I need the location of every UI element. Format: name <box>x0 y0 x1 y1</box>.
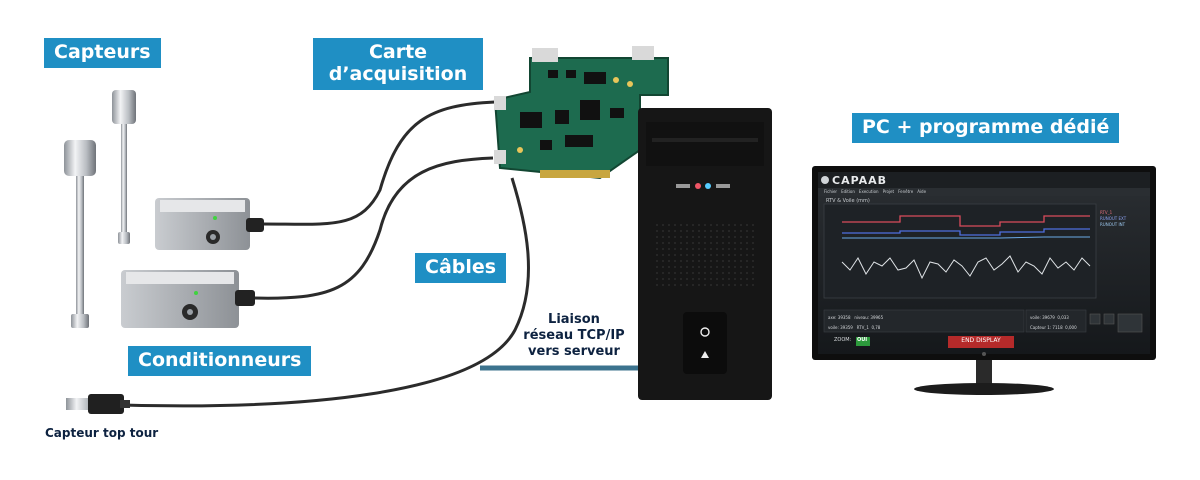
label-pc-programme: PC + programme dédié <box>852 113 1120 143</box>
conditioner-box-1 <box>155 198 264 250</box>
conditioner-box-2 <box>121 270 255 328</box>
readout-rtv-label: RTV_1 <box>856 325 869 330</box>
cable-conditioner-2 <box>251 156 494 300</box>
end-display-button[interactable]: END DISPLAY <box>961 337 1001 344</box>
legend-rtv: RTV_1 <box>1100 210 1113 215</box>
app-logo-icon <box>821 176 829 184</box>
chart-legend: RTV_1 RUNOUT EXT RUNOUT INT <box>1100 210 1126 228</box>
cable-top-tour <box>119 177 530 408</box>
runout-int-line <box>842 236 1090 239</box>
menu-item[interactable]: Aide <box>917 189 927 194</box>
legend-runout-ext: RUNOUT EXT <box>1100 216 1127 221</box>
cable-conditioner-1 <box>261 100 496 226</box>
readout-axe: axe: 39358 <box>828 315 851 320</box>
menu-item[interactable]: Execution <box>858 189 879 194</box>
runout-ext-line <box>842 228 1090 236</box>
readout-voile: voile: 39359 <box>828 325 853 330</box>
monitor <box>812 166 1156 395</box>
readout-capteur: Capteur 1: 7118 <box>1030 325 1063 330</box>
readout-panel-right: voile: 39679 0,033 Capteur 1: 7118 0,000 <box>1030 313 1077 333</box>
pc-tower <box>638 108 772 400</box>
readout-panel: axe: 39358 niveau: 39965 voile: 39359 RT… <box>828 313 883 333</box>
signal-line <box>841 255 1091 280</box>
liaison-line2: réseau TCP/IP <box>523 328 625 343</box>
liaison-line1: Liaison <box>548 312 600 327</box>
sensor-1 <box>112 90 136 244</box>
label-capteur-top-tour: Capteur top tour <box>45 426 159 440</box>
label-liaison-reseau: Liaison réseau TCP/IP vers serveur <box>510 312 638 360</box>
liaison-line3: vers serveur <box>528 344 620 359</box>
menu-item[interactable]: Fenêtre <box>898 189 914 194</box>
menu-item[interactable]: Edition <box>841 189 855 194</box>
zoom-toggle[interactable]: OUI <box>857 337 868 343</box>
label-cables: Câbles <box>415 253 507 283</box>
top-tour-sensor <box>66 394 130 414</box>
legend-runout-int: RUNOUT INT <box>1100 222 1126 227</box>
app-menu-bar: Fichier Edition Execution Projet Fenêtre… <box>824 189 926 194</box>
menu-item[interactable]: Projet <box>882 189 895 194</box>
label-conditionneurs: Conditionneurs <box>128 346 312 376</box>
rtv-line <box>842 215 1090 227</box>
readout-voile-right-value: 0,033 <box>1057 315 1069 320</box>
zoom-label: ZOOM: <box>834 337 852 343</box>
readout-voile-right: voile: 39679 <box>1030 315 1055 320</box>
readout-rtv-value: 0,78 <box>871 325 881 330</box>
app-title: CAPAAB <box>832 174 888 187</box>
label-carte-acquisition: Carte d’acquisition <box>313 38 483 90</box>
monitor-screen: CAPAAB Fichier Edition Execution Projet … <box>818 172 1150 354</box>
label-carte-line2: d’acquisition <box>328 62 468 85</box>
label-capteurs: Capteurs <box>44 38 161 68</box>
acquisition-card <box>493 46 669 180</box>
readout-capteur-value: 0,000 <box>1065 325 1077 330</box>
label-carte-line1: Carte <box>368 41 428 63</box>
readout-niveau: niveau: 39965 <box>854 315 884 320</box>
menu-item[interactable]: Fichier <box>824 189 838 194</box>
chart-title: RTV & Voile (mm) <box>826 198 870 204</box>
sensor-2 <box>64 140 96 328</box>
